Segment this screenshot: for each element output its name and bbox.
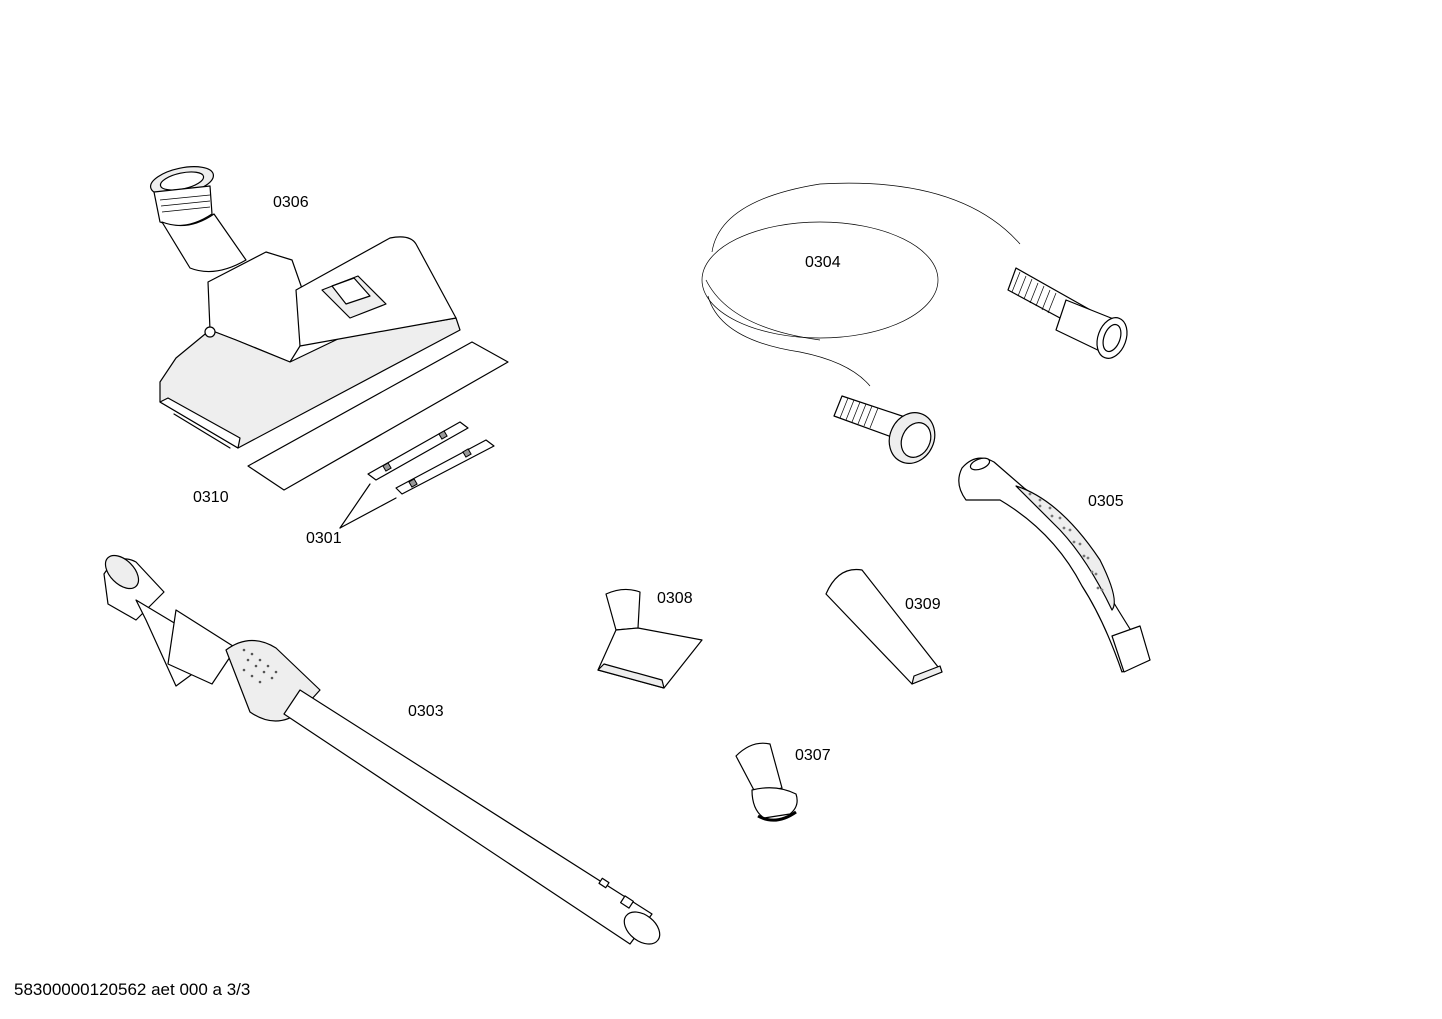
part-label-0306: 0306 xyxy=(273,194,309,211)
document-id: 58300000120562 aet 000 a 3/3 xyxy=(14,980,251,999)
part-label-0305: 0305 xyxy=(1088,493,1124,510)
crevice-nozzle-illustration xyxy=(825,568,943,685)
handle-illustration xyxy=(958,457,1151,673)
part-label-0303: 0303 xyxy=(408,703,444,720)
part-label-0308: 0308 xyxy=(657,590,693,607)
part-label-0309: 0309 xyxy=(905,596,941,613)
part-label-0301: 0301 xyxy=(306,530,342,547)
suction-hose-illustration xyxy=(701,182,1128,464)
part-label-0307: 0307 xyxy=(795,747,831,764)
telescopic-tube-illustration xyxy=(103,554,661,945)
strip-illustration xyxy=(247,341,509,491)
brush-strips-illustration xyxy=(339,421,495,529)
floor-nozzle-illustration xyxy=(149,166,461,449)
brush-nozzle-illustration xyxy=(735,742,798,822)
upholstery-nozzle-illustration xyxy=(597,588,703,689)
part-label-0304: 0304 xyxy=(805,254,841,271)
part-label-0310: 0310 xyxy=(193,489,229,506)
